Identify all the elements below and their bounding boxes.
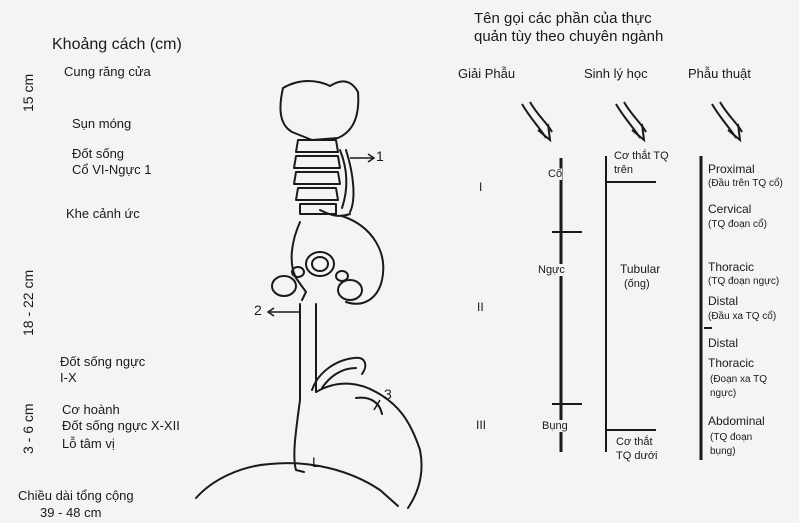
landmark-t10-t12: Đốt sống ngực X-XII bbox=[62, 418, 180, 433]
surg-abdominal: Abdominal bbox=[708, 414, 765, 428]
landmark-incisors: Cung răng cửa bbox=[64, 64, 151, 79]
surg-abdominal-vi-1: (TQ đoạn bbox=[710, 432, 752, 443]
physio-tubular-vi: (ống) bbox=[624, 278, 650, 290]
anatomy-chest: Ngực bbox=[538, 264, 565, 276]
landmark-vertebra: Đốt sống bbox=[72, 146, 124, 161]
physio-les-2: TQ dưới bbox=[616, 450, 657, 462]
figure-label-2: 2 bbox=[254, 302, 262, 318]
anatomy-neck: Cổ bbox=[548, 168, 562, 180]
surg-proximal: Proximal bbox=[708, 162, 755, 176]
physio-tubular: Tubular bbox=[620, 262, 660, 276]
surg-distal: Distal bbox=[708, 294, 738, 308]
physio-ues-1: Cơ thắt TQ bbox=[614, 150, 669, 162]
figure-label-1: 1 bbox=[376, 148, 384, 164]
total-length-label: Chiều dài tổng cộng bbox=[18, 488, 134, 503]
surg-proximal-vi: (Đầu trên TQ cổ) bbox=[708, 178, 783, 189]
landmark-c6-t1: Cổ VI-Ngực 1 bbox=[72, 162, 152, 177]
physio-les-1: Cơ thắt bbox=[616, 436, 653, 448]
roman-i: I bbox=[479, 180, 482, 194]
header-anatomy: Giải Phẫu bbox=[458, 66, 515, 81]
landmark-cricoid: Sụn móng bbox=[72, 116, 131, 131]
physio-ues-2: trên bbox=[614, 164, 633, 176]
landmark-cardia: Lỗ tâm vị bbox=[62, 436, 115, 451]
surg-distal-vi: (Đầu xa TQ cổ) bbox=[708, 311, 776, 322]
total-length-value: 39 - 48 cm bbox=[40, 505, 101, 520]
landmark-diaphragm: Cơ hoành bbox=[62, 402, 120, 417]
roman-ii: II bbox=[477, 300, 484, 314]
distance-3-6cm: 3 - 6 cm bbox=[20, 403, 36, 454]
landmark-t1-t10: I-X bbox=[60, 370, 77, 385]
title-line-1: Tên gọi các phần của thực bbox=[474, 10, 652, 27]
surg-thoracic: Thoracic bbox=[708, 260, 754, 274]
anatomy-abdomen: Bụng bbox=[542, 420, 568, 432]
landmark-sternal-notch: Khe cảnh ức bbox=[66, 206, 140, 221]
surg-cervical-vi: (TQ đoạn cổ) bbox=[708, 219, 767, 230]
figure-label-3: 3 bbox=[384, 386, 392, 402]
surg-distal-2: Distal bbox=[708, 336, 738, 350]
distance-18-22cm: 18 - 22 cm bbox=[20, 270, 36, 336]
header-surgery: Phẫu thuật bbox=[688, 66, 751, 81]
surg-distal-thoracic: Thoracic bbox=[708, 356, 754, 370]
surg-distal-thoracic-vi-1: (Đoạn xa TQ bbox=[710, 374, 767, 385]
title-line-2: quản tùy theo chuyên ngành bbox=[474, 28, 663, 45]
header-physiology: Sinh lý học bbox=[584, 66, 648, 81]
distance-15cm: 15 cm bbox=[20, 74, 36, 112]
surg-thoracic-vi: (TQ đoạn ngực) bbox=[708, 276, 779, 287]
surg-abdominal-vi-2: bụng) bbox=[710, 446, 736, 457]
distance-heading: Khoảng cách (cm) bbox=[52, 36, 182, 54]
roman-iii: III bbox=[476, 418, 486, 432]
surg-distal-thoracic-vi-2: ngực) bbox=[710, 388, 736, 399]
surg-cervical: Cervical bbox=[708, 202, 751, 216]
figure-label-L: L bbox=[312, 454, 320, 470]
landmark-thoracic-vertebra: Đốt sống ngực bbox=[60, 354, 145, 369]
